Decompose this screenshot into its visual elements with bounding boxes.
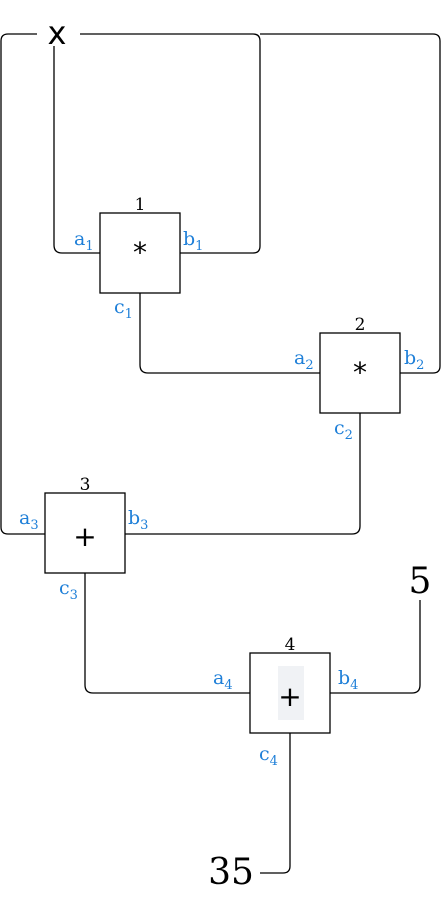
node-4-highlight — [278, 666, 304, 720]
node-2-box — [319, 332, 401, 414]
wire-c3-to-a4 — [84, 573, 250, 694]
constant-5: 5 — [409, 561, 432, 602]
node-1-port-b: b1 — [183, 228, 203, 254]
node-4-index: 4 — [285, 635, 296, 655]
wire-x-to-b2 — [260, 33, 441, 374]
node-4-operator: + — [278, 680, 301, 713]
wires — [0, 33, 441, 874]
node-1-port-a: a1 — [74, 228, 94, 254]
node-1-index: 1 — [135, 195, 146, 215]
node-2-port-b: b2 — [404, 347, 424, 373]
node-3: 3 + a3 b3 c3 — [19, 475, 148, 603]
node-2-operator: * — [353, 356, 367, 389]
node-4-port-a: a4 — [213, 667, 233, 693]
wire-x-to-b1 — [80, 33, 261, 254]
input-x-label: x — [48, 14, 67, 52]
wire-x-to-a3 — [0, 33, 45, 535]
node-4: 4 + a4 b4 c4 — [213, 635, 358, 769]
node-1-port-c: c1 — [114, 296, 133, 322]
node-2-port-a: a2 — [294, 347, 314, 373]
node-4-port-c: c4 — [259, 743, 278, 769]
output-value: 35 — [208, 852, 254, 893]
wire-c4-to-output — [260, 733, 291, 874]
node-3-index: 3 — [80, 475, 91, 495]
wire-x-to-a1 — [53, 46, 100, 254]
node-3-port-b: b3 — [128, 507, 148, 533]
node-2: 2 * a2 b2 c2 — [294, 315, 424, 443]
node-2-index: 2 — [355, 315, 366, 335]
node-3-operator: + — [73, 520, 96, 553]
node-3-box — [44, 492, 126, 574]
wire-c1-to-a2 — [139, 293, 320, 374]
node-2-port-c: c2 — [334, 417, 353, 443]
node-1-box — [99, 212, 181, 294]
node-4-port-b: b4 — [338, 667, 358, 693]
node-3-port-c: c3 — [59, 577, 78, 603]
node-3-port-a: a3 — [19, 507, 39, 533]
wire-c2-to-b3 — [125, 413, 361, 535]
node-1-operator: * — [133, 236, 147, 269]
wire-5-to-b4 — [330, 600, 421, 694]
node-1: 1 * a1 b1 c1 — [74, 195, 203, 322]
